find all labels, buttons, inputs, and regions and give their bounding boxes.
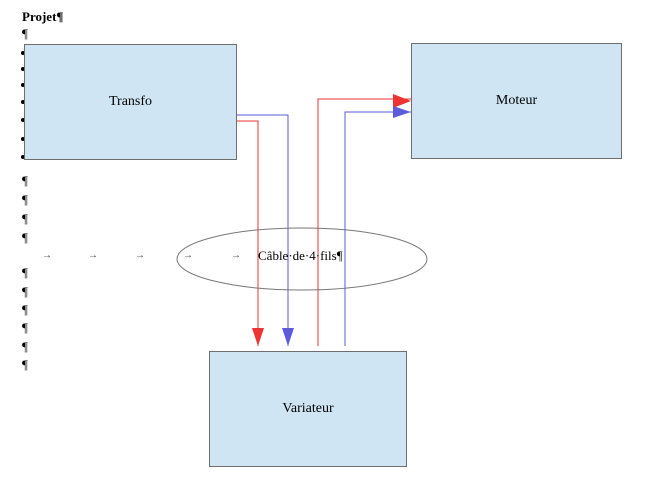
cable-label: Câble·de·4·fils¶ — [258, 248, 343, 263]
arrowhead-red-moteur — [393, 94, 411, 108]
paragraph-mark: ¶ — [22, 192, 28, 207]
arrowhead-blue-variateur — [282, 328, 294, 346]
anchor-bullet — [21, 118, 25, 122]
tab-mark: → — [135, 250, 145, 261]
document-heading: Projet¶ — [22, 9, 64, 24]
variateur-box[interactable]: Variateur — [209, 351, 407, 467]
moteur-label: Moteur — [495, 93, 538, 108]
wire-variateur-moteur-blue — [344, 111, 411, 346]
transfo-box[interactable]: Transfo — [24, 44, 237, 160]
anchor-bullet — [21, 155, 25, 159]
anchor-bullet — [21, 51, 25, 55]
paragraph-mark: ¶ — [22, 320, 28, 335]
paragraph-mark: ¶ — [22, 26, 28, 41]
anchor-bullet — [21, 137, 25, 141]
wire-variateur-moteur-red — [317, 98, 411, 346]
paragraph-mark: ¶ — [22, 211, 28, 226]
paragraph-mark: ¶ — [22, 284, 28, 299]
moteur-box[interactable]: Moteur — [411, 43, 622, 159]
paragraph-mark: ¶ — [22, 339, 28, 354]
arrowhead-blue-moteur — [393, 106, 411, 118]
anchor-bullet — [21, 83, 25, 87]
paragraph-mark: ¶ — [22, 265, 28, 280]
anchor-bullet — [21, 67, 25, 71]
tab-mark: → — [88, 250, 98, 261]
cable-ellipse — [176, 227, 428, 291]
wire-transfo-variateur-blue — [237, 114, 289, 346]
transfo-label: Transfo — [108, 94, 153, 109]
anchor-bullet — [21, 100, 25, 104]
wire-transfo-variateur-red — [237, 120, 259, 346]
tab-mark: → — [231, 250, 241, 261]
tab-mark: → — [183, 250, 193, 261]
arrowhead-red-variateur — [252, 328, 264, 346]
variateur-label: Variateur — [282, 401, 334, 416]
paragraph-mark: ¶ — [22, 230, 28, 245]
paragraph-mark: ¶ — [22, 173, 28, 188]
paragraph-mark: ¶ — [22, 302, 28, 317]
paragraph-mark: ¶ — [22, 357, 28, 372]
tab-mark: → — [42, 250, 52, 261]
